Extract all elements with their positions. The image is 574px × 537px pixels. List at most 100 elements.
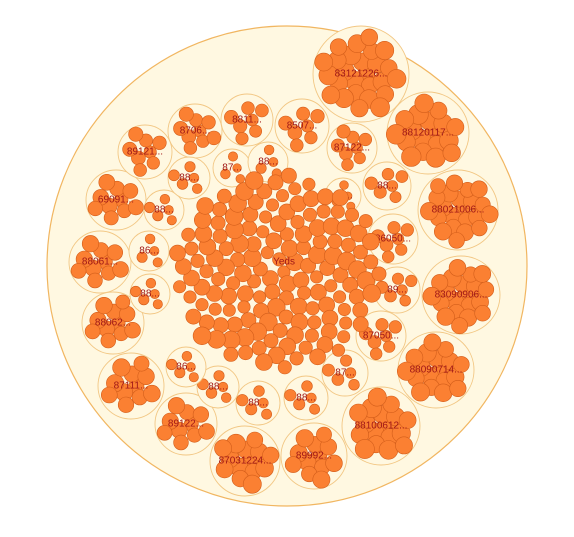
- leaf-circle[interactable]: [386, 69, 407, 89]
- leaf-circle[interactable]: [261, 408, 272, 420]
- leaf-circle[interactable]: [430, 178, 446, 194]
- leaf-circle[interactable]: [130, 285, 142, 298]
- leaf-circle[interactable]: [214, 439, 233, 458]
- leaf-circle[interactable]: [395, 436, 413, 455]
- leaf-circle[interactable]: [138, 294, 150, 306]
- leaf-circle[interactable]: [431, 274, 449, 292]
- leaf-circle[interactable]: [317, 188, 334, 205]
- leaf-circle[interactable]: [253, 290, 267, 304]
- leaf-circle[interactable]: [350, 224, 368, 243]
- leaf-circle[interactable]: [358, 214, 373, 229]
- leaf-circle[interactable]: [260, 246, 274, 260]
- leaf-circle[interactable]: [235, 132, 249, 146]
- leaf-circle[interactable]: [388, 320, 402, 334]
- leaf-circle[interactable]: [434, 383, 453, 402]
- leaf-circle[interactable]: [449, 379, 467, 397]
- leaf-circle[interactable]: [337, 330, 351, 344]
- leaf-circle[interactable]: [70, 262, 87, 279]
- leaf-circle[interactable]: [222, 303, 236, 317]
- leaf-circle[interactable]: [144, 233, 156, 245]
- leaf-circle[interactable]: [241, 220, 258, 237]
- leaf-circle[interactable]: [364, 176, 378, 190]
- leaf-circle[interactable]: [143, 384, 161, 403]
- leaf-circle[interactable]: [159, 194, 171, 205]
- leaf-circle[interactable]: [184, 241, 199, 256]
- leaf-circle[interactable]: [400, 223, 414, 237]
- leaf-circle[interactable]: [296, 106, 310, 121]
- leaf-circle[interactable]: [327, 233, 343, 249]
- leaf-circle[interactable]: [295, 429, 314, 448]
- leaf-circle[interactable]: [339, 316, 353, 330]
- leaf-circle[interactable]: [380, 329, 393, 342]
- leaf-circle[interactable]: [382, 250, 395, 263]
- leaf-circle[interactable]: [378, 440, 399, 460]
- leaf-circle[interactable]: [309, 348, 326, 366]
- leaf-circle[interactable]: [208, 302, 222, 316]
- leaf-circle[interactable]: [255, 353, 273, 371]
- leaf-circle[interactable]: [87, 272, 103, 289]
- leaf-circle[interactable]: [423, 333, 442, 352]
- leaf-circle[interactable]: [387, 221, 401, 235]
- leaf-circle[interactable]: [106, 244, 123, 261]
- leaf-circle[interactable]: [386, 180, 399, 192]
- leaf-circle[interactable]: [166, 358, 178, 371]
- leaf-circle[interactable]: [218, 241, 234, 256]
- leaf-circle[interactable]: [169, 244, 186, 262]
- leaf-circle[interactable]: [290, 215, 305, 230]
- leaf-circle[interactable]: [201, 115, 216, 130]
- leaf-circle[interactable]: [166, 215, 177, 226]
- leaf-circle[interactable]: [352, 302, 369, 318]
- leaf-circle[interactable]: [337, 302, 351, 316]
- leaf-circle[interactable]: [302, 207, 317, 222]
- leaf-circle[interactable]: [241, 101, 255, 115]
- leaf-circle[interactable]: [196, 197, 214, 215]
- leaf-circle[interactable]: [122, 141, 138, 157]
- leaf-circle[interactable]: [242, 474, 262, 494]
- leaf-circle[interactable]: [259, 210, 273, 224]
- leaf-circle[interactable]: [199, 264, 214, 279]
- leaf-circle[interactable]: [277, 360, 292, 375]
- leaf-circle[interactable]: [353, 244, 368, 260]
- leaf-circle[interactable]: [103, 210, 119, 226]
- leaf-circle[interactable]: [405, 274, 418, 288]
- leaf-circle[interactable]: [308, 245, 327, 264]
- leaf-circle[interactable]: [247, 194, 264, 210]
- leaf-circle[interactable]: [152, 210, 164, 222]
- leaf-circle[interactable]: [370, 97, 390, 118]
- leaf-circle[interactable]: [433, 222, 452, 241]
- leaf-circle[interactable]: [331, 373, 345, 386]
- leaf-circle[interactable]: [163, 205, 174, 215]
- leaf-circle[interactable]: [470, 180, 488, 198]
- leaf-circle[interactable]: [238, 345, 253, 361]
- leaf-circle[interactable]: [198, 423, 215, 440]
- leaf-circle[interactable]: [331, 189, 349, 206]
- leaf-circle[interactable]: [375, 40, 395, 60]
- leaf-circle[interactable]: [352, 316, 369, 333]
- leaf-circle[interactable]: [290, 138, 304, 152]
- leaf-circle[interactable]: [249, 124, 262, 138]
- leaf-circle[interactable]: [117, 396, 135, 413]
- leaf-circle[interactable]: [122, 183, 139, 199]
- leaf-circle[interactable]: [245, 403, 258, 416]
- leaf-circle[interactable]: [216, 188, 232, 204]
- leaf-circle[interactable]: [211, 272, 226, 287]
- leaf-circle[interactable]: [279, 227, 294, 242]
- leaf-circle[interactable]: [312, 234, 328, 249]
- leaf-circle[interactable]: [112, 261, 129, 278]
- leaf-circle[interactable]: [396, 361, 416, 381]
- leaf-circle[interactable]: [301, 380, 313, 392]
- leaf-circle[interactable]: [168, 169, 180, 182]
- leaf-circle[interactable]: [339, 180, 349, 190]
- leaf-circle[interactable]: [267, 174, 284, 191]
- leaf-circle[interactable]: [183, 141, 198, 155]
- leaf-circle[interactable]: [300, 119, 314, 133]
- leaf-circle[interactable]: [363, 254, 379, 270]
- leaf-circle[interactable]: [477, 281, 495, 298]
- leaf-circle[interactable]: [302, 177, 316, 191]
- leaf-circle[interactable]: [218, 381, 229, 393]
- leaf-circle[interactable]: [247, 274, 262, 289]
- leaf-circle[interactable]: [232, 163, 242, 173]
- leaf-circle[interactable]: [263, 333, 279, 349]
- leaf-circle[interactable]: [344, 207, 359, 222]
- leaf-circle[interactable]: [246, 431, 264, 449]
